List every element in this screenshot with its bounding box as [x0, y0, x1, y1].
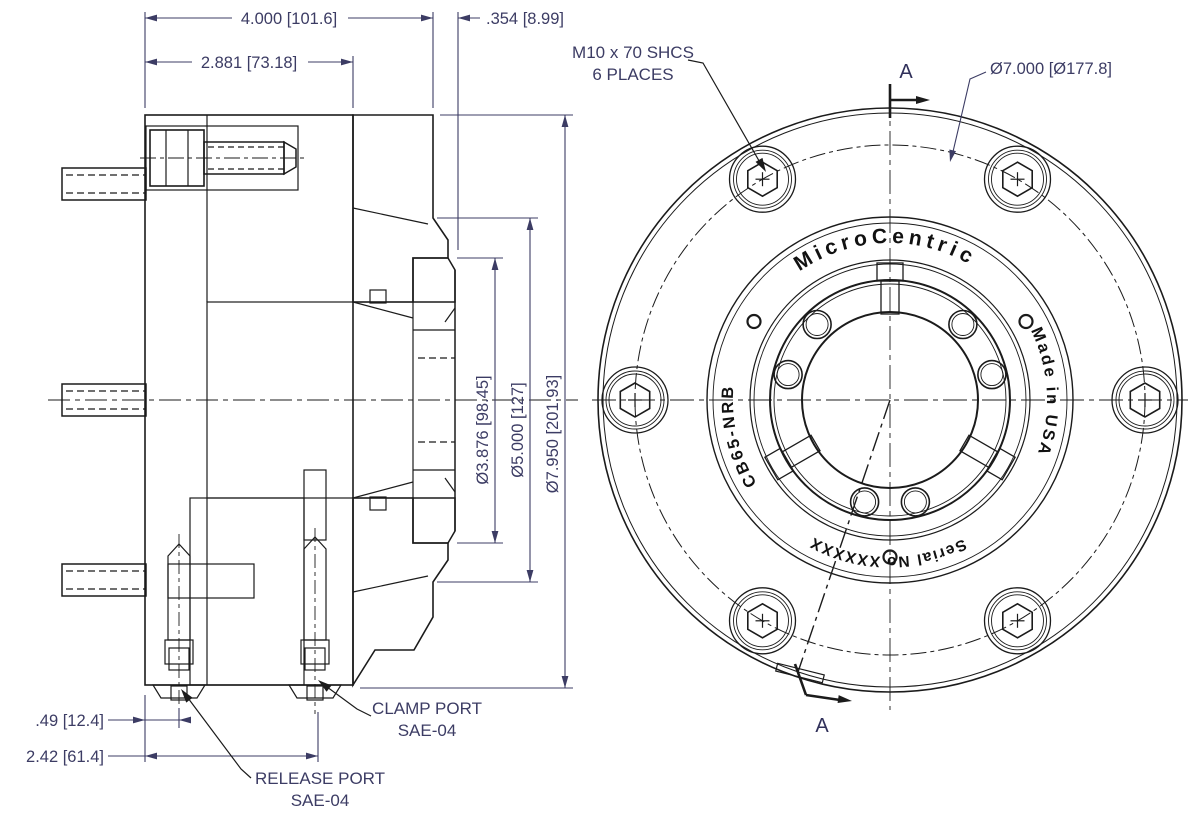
taper-cone-line-lower	[352, 575, 429, 593]
taper-cone-line-upper	[352, 207, 429, 225]
dim-overall-length: 4.000 [101.6]	[241, 10, 337, 28]
note-release-port-line2: SAE-04	[291, 791, 350, 810]
chuck-front-body-upper	[352, 114, 449, 303]
note-screws-line1: M10 x 70 SHCS	[572, 43, 694, 62]
slot-lower-left	[959, 434, 1017, 481]
note-release-port-line1: RELEASE PORT	[255, 769, 385, 788]
section-marker-bottom-elbow	[805, 693, 841, 702]
dim-clamp-port-offset: 2.42 [61.4]	[26, 748, 104, 766]
bolt-circle-leader-line	[951, 71, 987, 157]
clamp-port-channel	[303, 536, 327, 641]
section-cut-angled-line	[797, 399, 891, 673]
hydraulic-ports	[151, 469, 343, 714]
balance-hole-left	[746, 313, 762, 330]
bore-chamfer-lower	[444, 477, 456, 493]
balance-hole-right	[1018, 313, 1034, 330]
snap-ring-groove-lower	[369, 496, 387, 511]
front-view: MicroCentric Made in USA CB65-NRB Serial…	[592, 61, 1188, 737]
bolt-300deg	[983, 587, 1052, 655]
release-fitting-collar	[151, 684, 207, 699]
section-marker-bottom-stem	[793, 663, 808, 696]
bolt-60deg	[983, 145, 1052, 213]
dim-bolt-circle-diameter: Ø7.000 [Ø177.8]	[990, 60, 1112, 78]
collet-sleeve-lower	[412, 497, 456, 544]
collet-taper-upper	[352, 301, 414, 319]
serial-label-engraving: Serial No	[885, 535, 969, 570]
collet-sleeve-upper	[412, 257, 456, 303]
drive-pin-holes	[773, 309, 1007, 517]
note-clamp-port-line2: SAE-04	[398, 721, 457, 740]
section-arrow-bottom	[837, 695, 853, 705]
shcs-leader-line	[687, 59, 763, 167]
brand-engraving: MicroCentric	[790, 225, 981, 276]
section-arrow-top	[916, 96, 930, 104]
note-screws-line2: 6 PLACES	[592, 65, 673, 84]
dim-pilot-diameter: Ø5.000 [127]	[509, 382, 527, 477]
chuck-front-body-lower	[352, 497, 449, 688]
mounting-studs	[61, 167, 147, 597]
collet-taper-lower	[352, 481, 414, 499]
bore-chamfer-upper	[444, 307, 456, 323]
section-label-top: A	[899, 61, 913, 83]
section-line-A-A: A A	[775, 61, 930, 737]
dimensions-layer: 4.000 [101.6] 2.881 [73.18] .354 [8.99] …	[26, 8, 1112, 810]
dim-release-port-offset: .49 [12.4]	[35, 712, 104, 730]
bolt-120deg	[728, 145, 797, 213]
note-clamp-port-line1: CLAMP PORT	[372, 699, 482, 718]
stud-bottom	[61, 563, 147, 597]
origin-engraving: Made in USA	[1027, 325, 1061, 460]
release-port-leader-line	[184, 693, 252, 779]
section-view	[48, 114, 578, 714]
dim-collet-diameter: Ø3.876 [98.45]	[474, 375, 492, 484]
clamp-port-leader-line	[322, 683, 372, 717]
section-label-bottom: A	[815, 715, 829, 737]
slot-lower-right	[763, 434, 821, 481]
dim-flange-diameter: Ø7.950 [201.93]	[544, 375, 562, 493]
dim-body-length: 2.881 [73.18]	[201, 54, 297, 72]
release-port-gallery	[167, 563, 255, 599]
stud-top	[61, 167, 147, 201]
dim-nose-protrusion: .354 [8.99]	[486, 10, 564, 28]
shcs-tip	[283, 140, 297, 176]
snap-ring-groove-upper	[369, 289, 387, 304]
bolt-240deg	[728, 587, 797, 655]
